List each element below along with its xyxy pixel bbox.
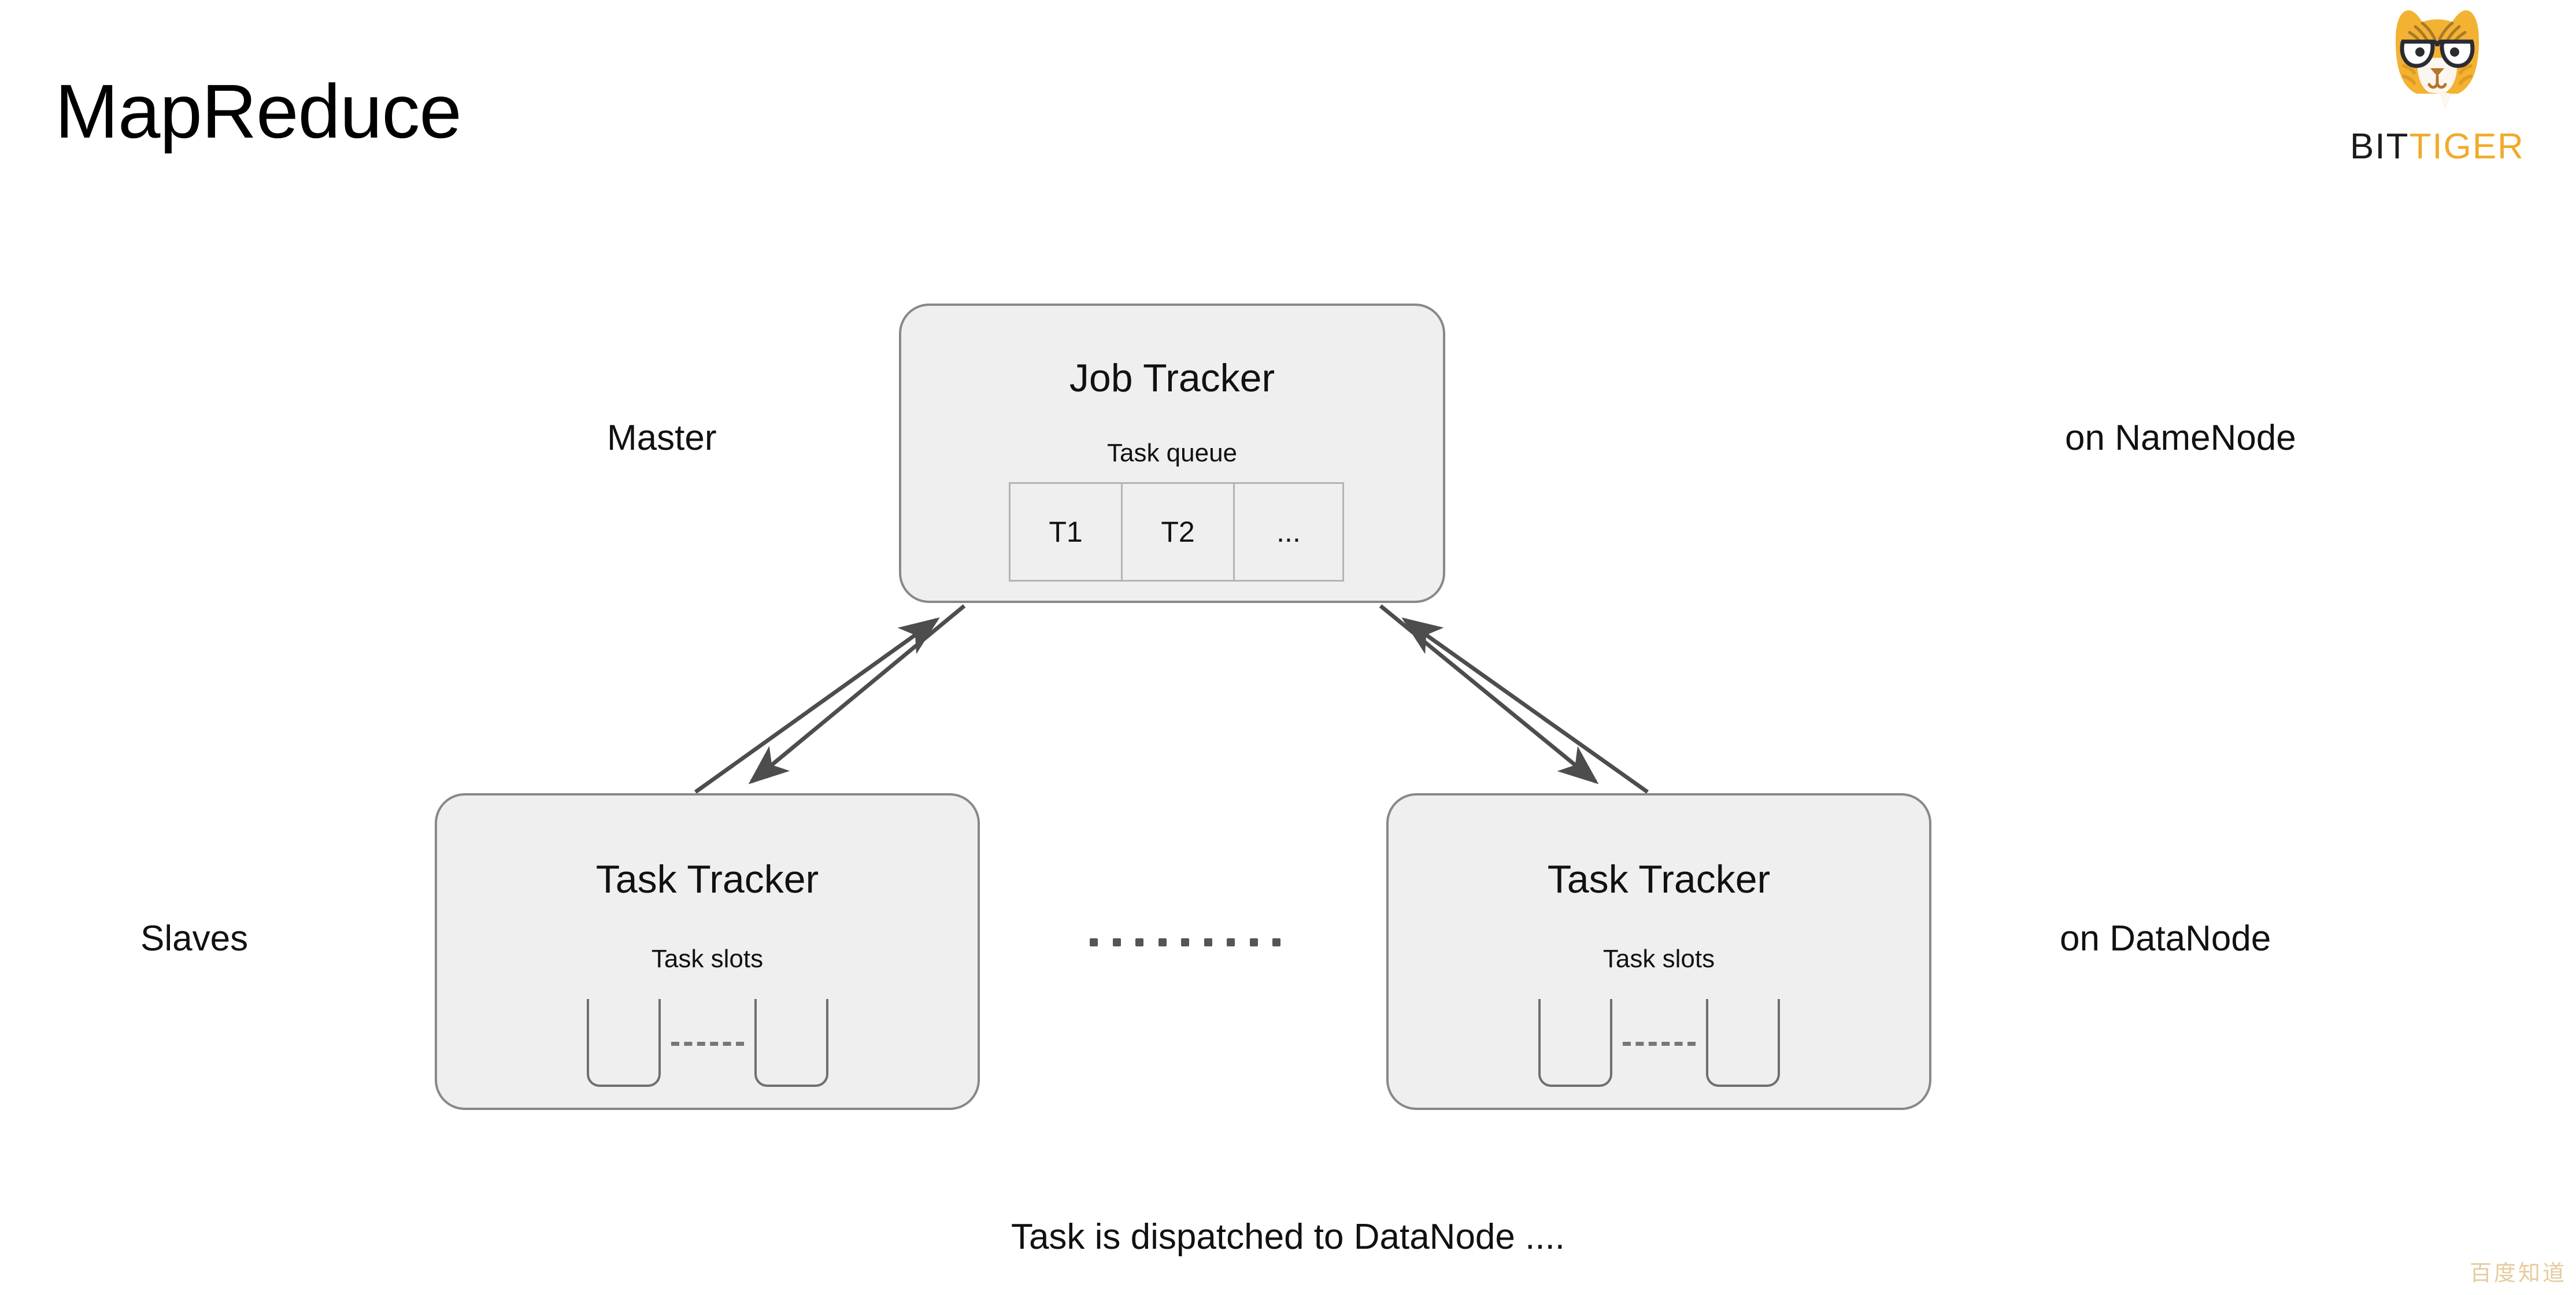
page-title: MapReduce: [55, 69, 462, 154]
label-slaves: Slaves: [140, 919, 249, 959]
task-tracker-node-right[interactable]: Task Tracker Task slots: [1386, 793, 1931, 1110]
task-tracker-title: Task Tracker: [1547, 857, 1771, 901]
task-slot-cup-icon: [1538, 999, 1612, 1087]
ellipsis-dot: [1249, 938, 1258, 946]
label-on-datanode: on DataNode: [2060, 919, 2271, 959]
task-tracker-node-left[interactable]: Task Tracker Task slots: [435, 793, 980, 1110]
task-slots-group: [437, 999, 978, 1092]
ellipsis-dot: [1272, 938, 1280, 946]
job-tracker-node[interactable]: Job Tracker Task queue T1 T2 ...: [899, 304, 1445, 603]
label-master: Master: [607, 418, 717, 458]
ellipsis-dot: [1090, 938, 1098, 946]
job-tracker-subtitle: Task queue: [1106, 439, 1238, 467]
task-slot-ellipsis-dash: [1622, 1042, 1696, 1046]
ellipsis-dot: [1158, 938, 1167, 946]
job-tracker-title: Job Tracker: [1069, 356, 1275, 400]
tiger-head-with-glasses-icon: [2396, 10, 2479, 109]
arrow-left-tracker-to-jobtracker: [694, 617, 940, 794]
ellipsis-dot: [1227, 938, 1235, 946]
task-slot-cup-icon: [754, 999, 828, 1087]
task-queue-cell[interactable]: ...: [1276, 516, 1301, 548]
bittiger-logo: BITTIGER: [2342, 6, 2533, 185]
label-on-namenode: on NameNode: [2065, 418, 2296, 458]
arrow-jobtracker-to-left-tracker: [748, 604, 966, 785]
task-tracker-title: Task Tracker: [595, 857, 819, 901]
task-slot-cup-icon: [586, 999, 661, 1087]
ellipsis-dot: [1204, 938, 1212, 946]
watermark: 百度知道: [2469, 1261, 2567, 1286]
task-queue-cell[interactable]: T2: [1123, 484, 1235, 580]
task-queue-cell[interactable]: T1: [1011, 484, 1123, 580]
arrow-right-tracker-to-jobtracker: [1401, 617, 1649, 794]
logo-text-bit: BIT: [2350, 127, 2410, 166]
task-tracker-subtitle: Task slots: [1602, 945, 1715, 973]
task-queue: T1 T2 ...: [1009, 482, 1344, 582]
task-slots-group: [1389, 999, 1929, 1092]
task-slot-ellipsis-dash: [671, 1042, 744, 1046]
task-slot-cup-icon: [1705, 999, 1780, 1087]
ellipsis-dot: [1112, 938, 1121, 946]
tracker-ellipsis-dots: [1090, 935, 1280, 949]
ellipsis-dot: [1181, 938, 1189, 946]
ellipsis-dot: [1135, 938, 1143, 946]
arrow-jobtracker-to-right-tracker: [1379, 604, 1599, 785]
logo-text-tiger: TIGER: [2409, 127, 2525, 166]
logo-wordmark: BITTIGER: [2342, 126, 2533, 167]
slide-caption: Task is dispatched to DataNode ....: [1011, 1217, 1565, 1257]
task-tracker-subtitle: Task slots: [651, 945, 764, 973]
